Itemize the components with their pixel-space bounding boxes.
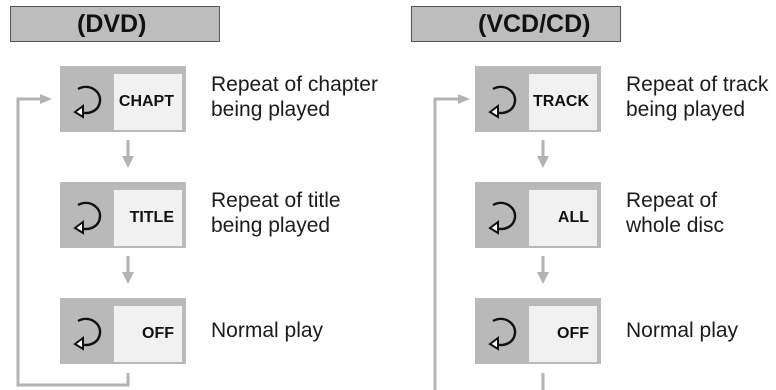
repeat-icon bbox=[60, 298, 114, 364]
mode-label: TRACK bbox=[529, 74, 597, 130]
mode-label: ALL bbox=[529, 190, 597, 246]
vcd-header: (VCD/CD) bbox=[411, 6, 621, 42]
desc-line: Normal play bbox=[626, 319, 739, 342]
vcd-panel: (VCD/CD) TRACK Repeat of track being pla… bbox=[388, 0, 776, 390]
off-desc: Normal play bbox=[211, 318, 323, 343]
desc-line: being played bbox=[211, 214, 331, 237]
desc-line: being played bbox=[211, 98, 331, 121]
loop-back-line-left bbox=[433, 97, 458, 390]
desc-line: Repeat of title bbox=[211, 189, 341, 212]
desc-line: Repeat of bbox=[626, 189, 718, 212]
title-desc: Repeat of title being played bbox=[211, 188, 341, 238]
mode-label: OFF bbox=[529, 306, 597, 362]
desc-line: whole disc bbox=[626, 214, 725, 237]
repeat-icon bbox=[475, 66, 529, 132]
loop-arrow-head bbox=[40, 94, 52, 104]
off-desc: Normal play bbox=[626, 318, 738, 343]
repeat-icon bbox=[60, 182, 114, 248]
repeat-icon bbox=[475, 298, 529, 364]
repeat-icon bbox=[60, 66, 114, 132]
mode-label: TITLE bbox=[114, 190, 182, 246]
mode-label: OFF bbox=[114, 306, 182, 362]
track-repeat-button[interactable]: TRACK bbox=[475, 66, 601, 132]
dvd-header: (DVD) bbox=[10, 6, 220, 42]
title-repeat-button[interactable]: TITLE bbox=[60, 182, 186, 248]
repeat-icon bbox=[475, 182, 529, 248]
chapter-repeat-button[interactable]: CHAPT bbox=[60, 66, 186, 132]
desc-line: being played bbox=[626, 98, 746, 121]
all-repeat-button[interactable]: ALL bbox=[475, 182, 601, 248]
desc-line: Repeat of chapter bbox=[211, 73, 378, 96]
off-button[interactable]: OFF bbox=[60, 298, 186, 364]
vcd-flow-arrows bbox=[433, 94, 549, 390]
all-desc: Repeat of whole disc bbox=[626, 188, 724, 238]
mode-label: CHAPT bbox=[114, 74, 182, 130]
chapter-desc: Repeat of chapter being played bbox=[211, 72, 378, 122]
dvd-panel: (DVD) CHAPT Repeat of chapter being play… bbox=[10, 6, 378, 387]
off-button[interactable]: OFF bbox=[475, 298, 601, 364]
arrow-head-1 bbox=[122, 156, 134, 168]
arrow-head-2 bbox=[122, 272, 134, 284]
dvd-flow-arrows bbox=[16, 94, 134, 387]
loop-arrow-head bbox=[458, 94, 470, 104]
loop-back-line bbox=[16, 97, 130, 387]
arrow-head-2 bbox=[537, 272, 549, 284]
desc-line: Normal play bbox=[211, 319, 324, 342]
track-desc: Repeat of track being played bbox=[626, 72, 768, 122]
desc-line: Repeat of track bbox=[626, 73, 769, 96]
arrow-head-1 bbox=[537, 156, 549, 168]
